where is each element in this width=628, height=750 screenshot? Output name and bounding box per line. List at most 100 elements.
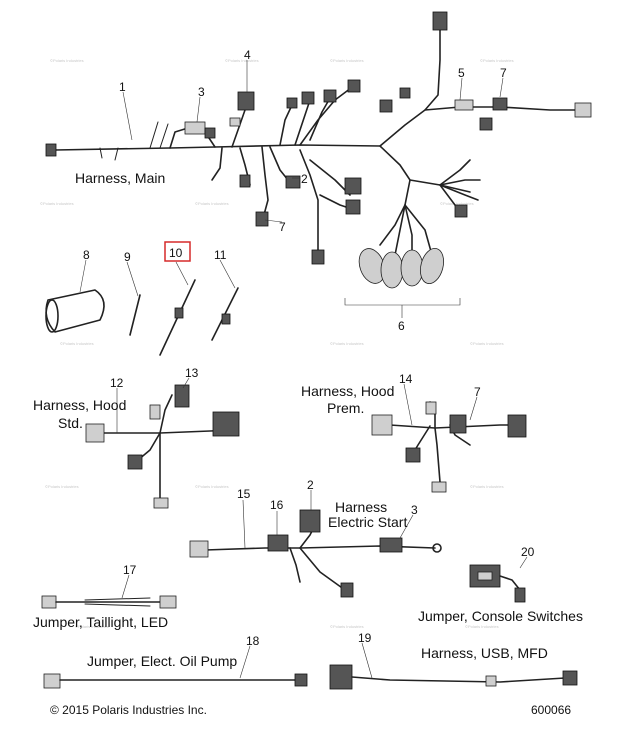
- connector: [371, 414, 393, 436]
- connector: [405, 447, 421, 463]
- label-harness-hood-prem: Harness, Hood: [301, 383, 394, 399]
- connector: [159, 595, 177, 609]
- callout-4: 4: [244, 48, 251, 62]
- connector: [153, 497, 169, 509]
- callout-8: 8: [83, 248, 90, 262]
- connector: [311, 249, 325, 265]
- connector: [204, 127, 216, 139]
- connector: [127, 454, 143, 470]
- connector: [85, 423, 105, 443]
- connector: [237, 91, 255, 111]
- watermark: ©Polaris Industries: [40, 201, 74, 206]
- callout-3: 3: [411, 503, 418, 517]
- callout-19: 19: [358, 631, 372, 645]
- drawing-number: 600066: [531, 703, 571, 717]
- cable-tie: [129, 294, 141, 336]
- label-harness-main: Harness, Main: [75, 170, 165, 186]
- watermark: ©Polaris Industries: [440, 201, 474, 206]
- callout-6: 6: [398, 319, 405, 333]
- ring-terminal: [432, 543, 442, 553]
- injector: [400, 249, 424, 287]
- watermark: ©Polaris Industries: [60, 341, 94, 346]
- callout-17: 17: [123, 563, 137, 577]
- callouts: 1 3 4 5 7 2 7 6 8 9 10 11 12 13 14 7 15 …: [83, 48, 535, 648]
- hood-std-harness: [85, 384, 240, 509]
- label-harness-hood-std-2: Std.: [58, 415, 83, 431]
- watermark: ©Polaris Industries: [330, 624, 364, 629]
- callout-1: 1: [119, 80, 126, 94]
- connector: [507, 414, 527, 438]
- connector: [431, 481, 447, 493]
- highlight-box: [164, 241, 191, 262]
- callout-7: 7: [279, 220, 286, 234]
- connector: [574, 102, 592, 118]
- connector: [294, 673, 308, 687]
- connector: [229, 117, 241, 127]
- connector: [379, 537, 403, 553]
- connector: [267, 534, 289, 552]
- injector: [380, 251, 404, 289]
- connector: [344, 177, 362, 195]
- watermark: ©Polaris Industries: [195, 201, 229, 206]
- label-jumper-taillight: Jumper, Taillight, LED: [33, 614, 168, 630]
- copyright: © 2015 Polaris Industries Inc.: [50, 703, 207, 717]
- connector: [239, 174, 251, 188]
- foam-sleeve: [45, 289, 105, 333]
- connector: [379, 99, 393, 113]
- watermark: ©Polaris Industries: [470, 484, 504, 489]
- connector: [454, 99, 474, 111]
- watermark: ©Polaris Industries: [50, 58, 84, 63]
- usb-harness: [329, 664, 578, 690]
- callout-18: 18: [246, 634, 260, 648]
- watermark: ©Polaris Industries: [330, 341, 364, 346]
- watermark: ©Polaris Industries: [465, 624, 499, 629]
- watermark-group: ©Polaris Industries ©Polaris Industries …: [40, 58, 514, 629]
- callout-9: 9: [124, 250, 131, 264]
- connector: [399, 87, 411, 99]
- connector: [514, 587, 526, 603]
- callout-14: 14: [399, 372, 413, 386]
- connector: [479, 117, 493, 131]
- watermark: ©Polaris Industries: [225, 58, 259, 63]
- connector: [43, 673, 61, 689]
- callout-2: 2: [307, 478, 314, 492]
- connector: [41, 595, 57, 609]
- main-harness: [45, 11, 592, 318]
- connector: [299, 509, 321, 533]
- callout-10: 10: [169, 246, 183, 260]
- label-jumper-console: Jumper, Console Switches: [418, 608, 583, 624]
- connector: [255, 211, 269, 227]
- label-harness-electric-start-2: Electric Start: [328, 514, 407, 530]
- watermark: ©Polaris Industries: [470, 341, 504, 346]
- connector: [347, 79, 361, 93]
- connector: [301, 91, 315, 105]
- oil-pump-jumper: [43, 673, 308, 689]
- callout-12: 12: [110, 376, 124, 390]
- connector: [212, 411, 240, 437]
- injector: [419, 247, 445, 285]
- loose-parts: [45, 279, 239, 356]
- callout-11: 11: [214, 248, 227, 262]
- connector: [285, 175, 301, 189]
- watermark: ©Polaris Industries: [480, 58, 514, 63]
- footer: © 2015 Polaris Industries Inc. 600066: [50, 703, 571, 717]
- callout-5: 5: [458, 66, 465, 80]
- labels: Harness, Main Harness, Hood Std. Harness…: [33, 170, 583, 669]
- connector: [562, 670, 578, 686]
- label-jumper-oil-pump: Jumper, Elect. Oil Pump: [87, 653, 237, 669]
- connector: [189, 540, 209, 558]
- connector: [329, 664, 353, 690]
- connector: [432, 11, 448, 31]
- callout-13: 13: [185, 366, 199, 380]
- watermark: ©Polaris Industries: [330, 58, 364, 63]
- callout-7: 7: [500, 66, 507, 80]
- taillight-jumper: [41, 595, 177, 609]
- connector: [45, 143, 57, 157]
- label-harness-hood-std: Harness, Hood: [33, 397, 126, 413]
- connector: [174, 384, 190, 408]
- connector: [323, 89, 337, 103]
- leader-lines: [79, 60, 528, 679]
- connector: [449, 414, 467, 434]
- callout-7: 7: [474, 385, 481, 399]
